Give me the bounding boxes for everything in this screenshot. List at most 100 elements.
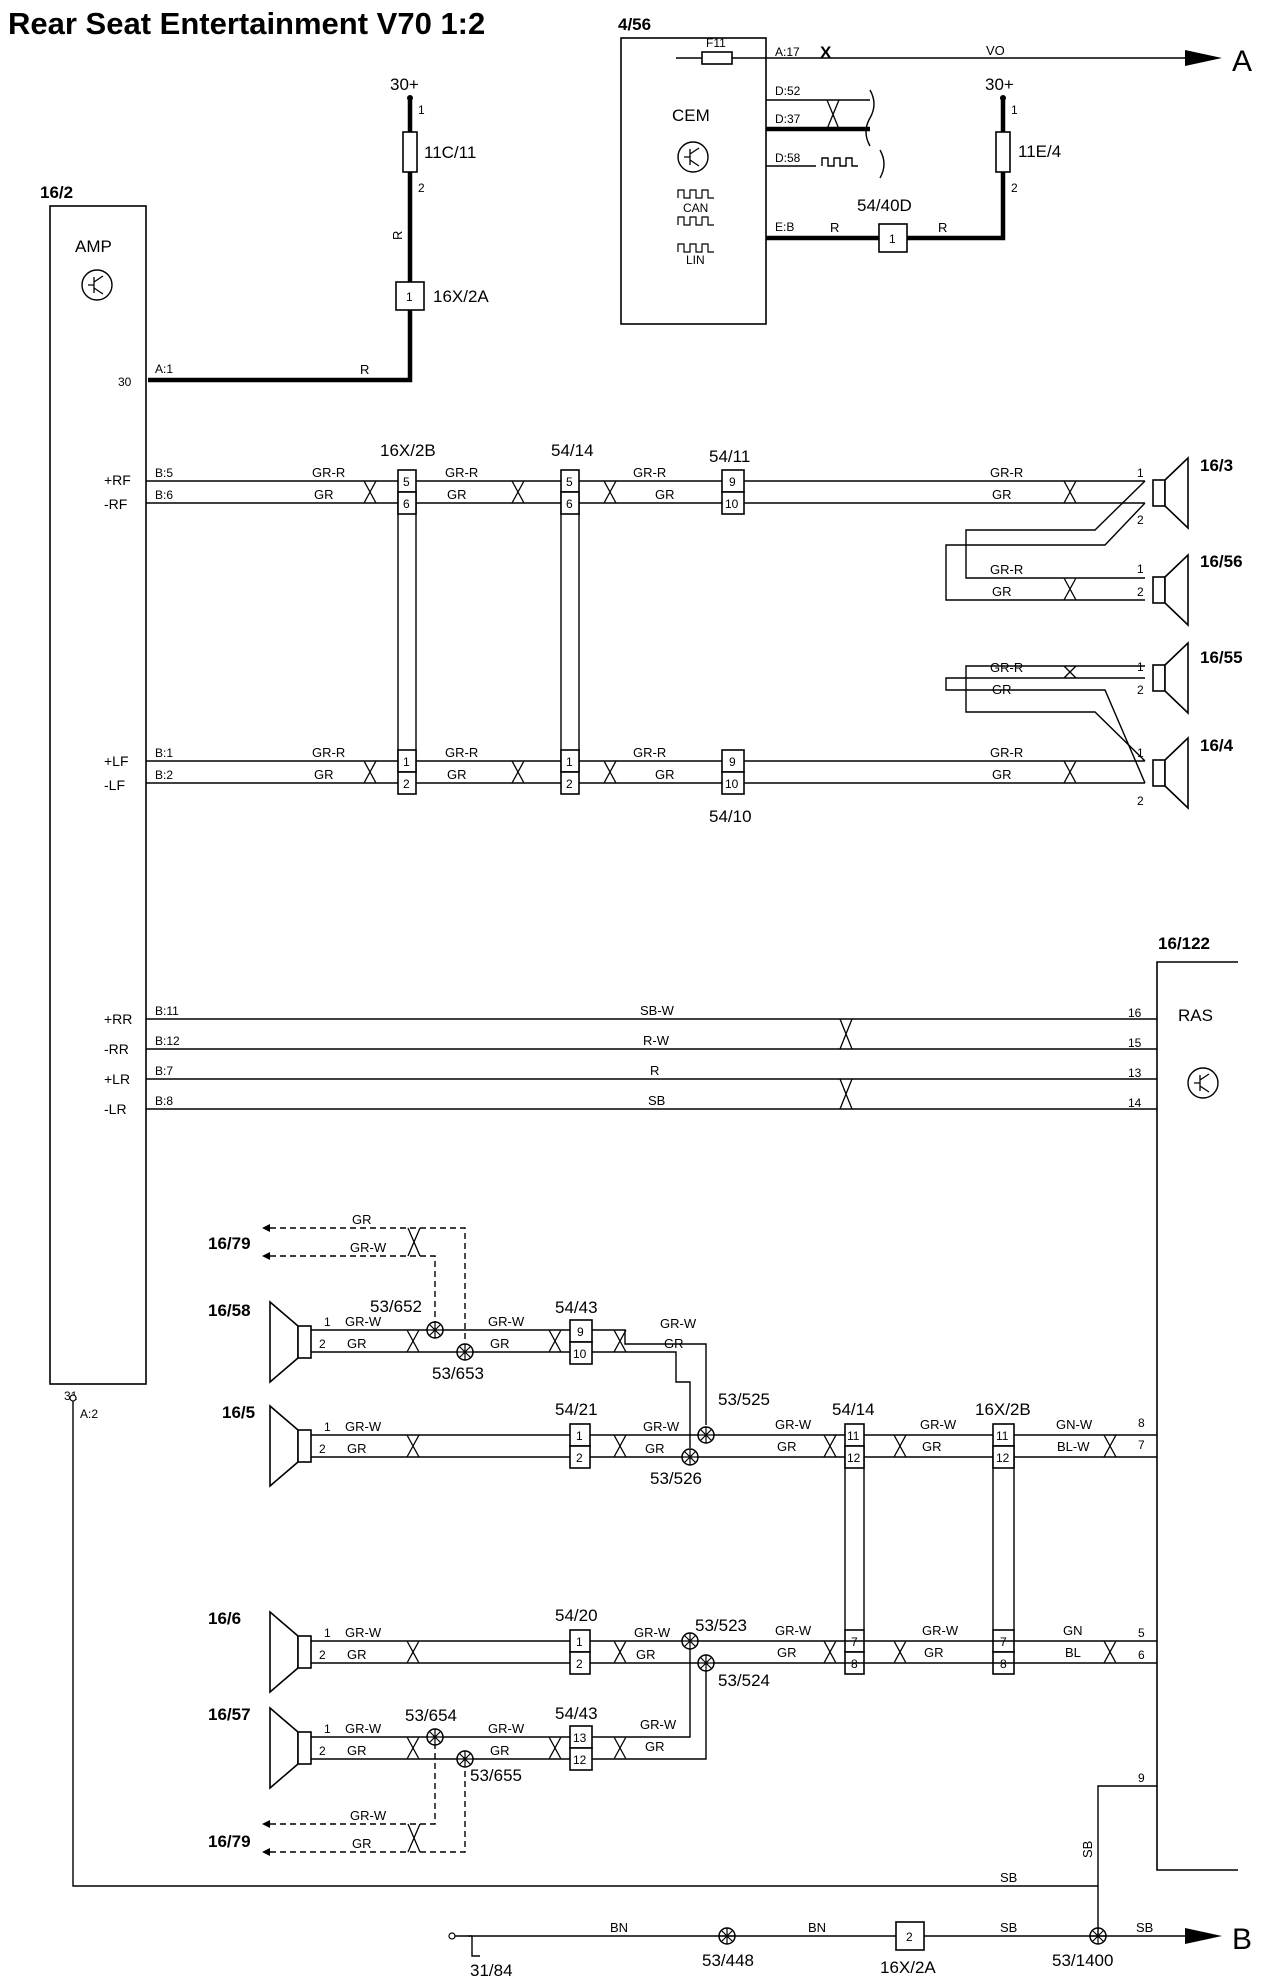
speaker-16-58-pin1: 1	[324, 1315, 331, 1329]
speaker-16-55-pin1: 1	[1137, 660, 1144, 674]
speaker-16-56-pin2: 2	[1137, 585, 1144, 599]
wc-rf-1a: GR-R	[312, 465, 345, 480]
ras-transistor-icon	[1187, 1067, 1219, 1099]
amp-pin-b1: B:1	[155, 746, 173, 760]
c5421-n2: 2	[576, 1451, 583, 1465]
conn-5443-top-pin10	[569, 1341, 593, 1365]
wire-twist-symbol	[613, 1329, 627, 1353]
conn-16x2a-bottom-pin: 2	[906, 1930, 913, 1944]
wc-165-a: GR-W	[345, 1419, 382, 1434]
wc-sb-3: SB	[1136, 1920, 1153, 1935]
speaker-16-3-pin2: 2	[1137, 513, 1144, 527]
wc-166-g: GR-W	[922, 1623, 959, 1638]
speaker-16-79-bottom-label: 16/79	[208, 1832, 251, 1851]
speaker-16-56: 16/56 1 2	[1137, 552, 1243, 627]
conn-16x2a-bottom-label: 16X/2A	[880, 1958, 936, 1977]
wc-lf-3b: GR	[655, 767, 675, 782]
ref-b: B	[1232, 1923, 1252, 1956]
splice-53448-label: 53/448	[702, 1951, 754, 1970]
amp-pin-30: 30	[118, 375, 132, 389]
wc-lr-minus: SB	[648, 1093, 665, 1108]
speaker-16-58-label: 16/58	[208, 1301, 251, 1320]
wire-twist-symbol	[1063, 760, 1077, 784]
c5443t-n10: 10	[573, 1347, 587, 1361]
cem-pin-d37: D:37	[775, 112, 801, 126]
speaker-16-56-label: 16/56	[1200, 552, 1243, 571]
fuse-11e4	[995, 131, 1011, 173]
c16x2b-n6: 6	[403, 497, 410, 511]
conn-5410-pin10	[721, 771, 745, 795]
speaker-16-57: 16/57 1 2	[208, 1705, 331, 1790]
cem-fuse-f11	[701, 51, 733, 65]
wc-1657-a: GR-W	[345, 1721, 382, 1736]
cem-id: 4/56	[618, 15, 651, 34]
wc-165-d: GR	[645, 1441, 665, 1456]
cem-transistor-icon	[677, 141, 709, 173]
cem-fuse-label: F11	[706, 36, 726, 50]
splice-point	[456, 1343, 474, 1361]
conn-5421-pin2	[569, 1445, 591, 1469]
speaker-16-3-pin1: 1	[1137, 466, 1144, 480]
wc-sb-amp: SB	[1000, 1870, 1017, 1885]
cem-pin-d58: D:58	[775, 151, 801, 165]
c16x2br-n12: 12	[996, 1451, 1010, 1465]
wc-165-f: GR	[777, 1439, 797, 1454]
speaker-16-55-pin2: 2	[1137, 683, 1144, 697]
amp-pin-a2: A:2	[80, 1407, 98, 1421]
cem-bus-waveforms	[677, 189, 714, 253]
c5443t-n9: 9	[577, 1325, 584, 1339]
c16x2b-n1: 1	[403, 755, 410, 769]
supply-30-label-2: 30+	[985, 75, 1014, 94]
front-twists	[363, 480, 1117, 1853]
speaker-16-3: 16/3 1 2	[1137, 456, 1233, 530]
speaker-16-5-pin1: 1	[324, 1420, 331, 1434]
c5414r-n7: 7	[851, 1635, 858, 1649]
wc-1658-b: GR	[347, 1336, 367, 1351]
wc-rr-minus: R-W	[643, 1033, 670, 1048]
speaker-16-79-top-label: 16/79	[208, 1234, 251, 1253]
conn-16x2b-rear-pin12	[992, 1445, 1015, 1469]
conn-16x2a-top-pin: 1	[406, 290, 413, 304]
ras-id: 16/122	[1158, 934, 1210, 953]
wc-rf-1b: GR	[314, 487, 334, 502]
wire-color-r-amp: R	[360, 362, 369, 377]
conn-54-40d	[878, 223, 908, 253]
c16x2br-n7: 7	[1000, 1635, 1007, 1649]
amp-sig-plf: +LF	[104, 753, 129, 769]
wc-sb-vertical: SB	[1080, 1841, 1095, 1858]
amp-sig-mlr: -LR	[104, 1101, 127, 1117]
fuse-11e4-label: 11E/4	[1018, 142, 1061, 161]
c5411-n9: 9	[729, 475, 736, 489]
wire-color-r-cem2: R	[938, 220, 947, 235]
splice-53524-label: 53/524	[718, 1671, 770, 1690]
splice-53653-label: 53/653	[432, 1364, 484, 1383]
wire-twist-symbol	[407, 1227, 421, 1257]
c5414-n6: 6	[566, 497, 573, 511]
amp-pin-b6: B:6	[155, 488, 173, 502]
fuse-11c11-pin1: 1	[418, 103, 425, 117]
wc-lf-3a: GR-R	[633, 745, 666, 760]
wc-1658-a: GR-W	[345, 1314, 382, 1329]
c16x2br-n8: 8	[1000, 1657, 1007, 1671]
amp-pin-b11: B:11	[155, 1004, 179, 1018]
ras-pin-6: 6	[1138, 1648, 1145, 1662]
ground-wiring: SB SB B 31/84 BN BN SB SB 53/448 2 16X/2…	[69, 1394, 1252, 1980]
wire-twist-symbol	[613, 1736, 627, 1760]
speaker-16-57-pin1: 1	[324, 1722, 331, 1736]
amp-power-feed: 30+ 1 11C/11 2 R 1 16X/2A R	[148, 75, 489, 383]
wc-1679-bot-a: GR-W	[350, 1808, 387, 1823]
wire-twist-symbol	[823, 1640, 837, 1664]
conn-54-40d-label: 54/40D	[857, 196, 912, 215]
speaker-16-3-label: 16/3	[1200, 456, 1233, 475]
wc-1658-e: GR-W	[660, 1316, 697, 1331]
splice-point	[426, 1728, 444, 1746]
amp-box	[49, 205, 147, 1385]
c5411-n10: 10	[725, 497, 739, 511]
c5410-n9: 9	[729, 755, 736, 769]
wc-rf-4b: GR	[992, 487, 1012, 502]
wire-twist-symbol	[823, 1434, 837, 1458]
amp-sig-mrr: -RR	[104, 1041, 129, 1057]
wire-twist-symbol	[406, 1434, 420, 1458]
cem-lin-label: LIN	[686, 253, 705, 267]
fuse-11c11-pin2: 2	[418, 181, 425, 195]
